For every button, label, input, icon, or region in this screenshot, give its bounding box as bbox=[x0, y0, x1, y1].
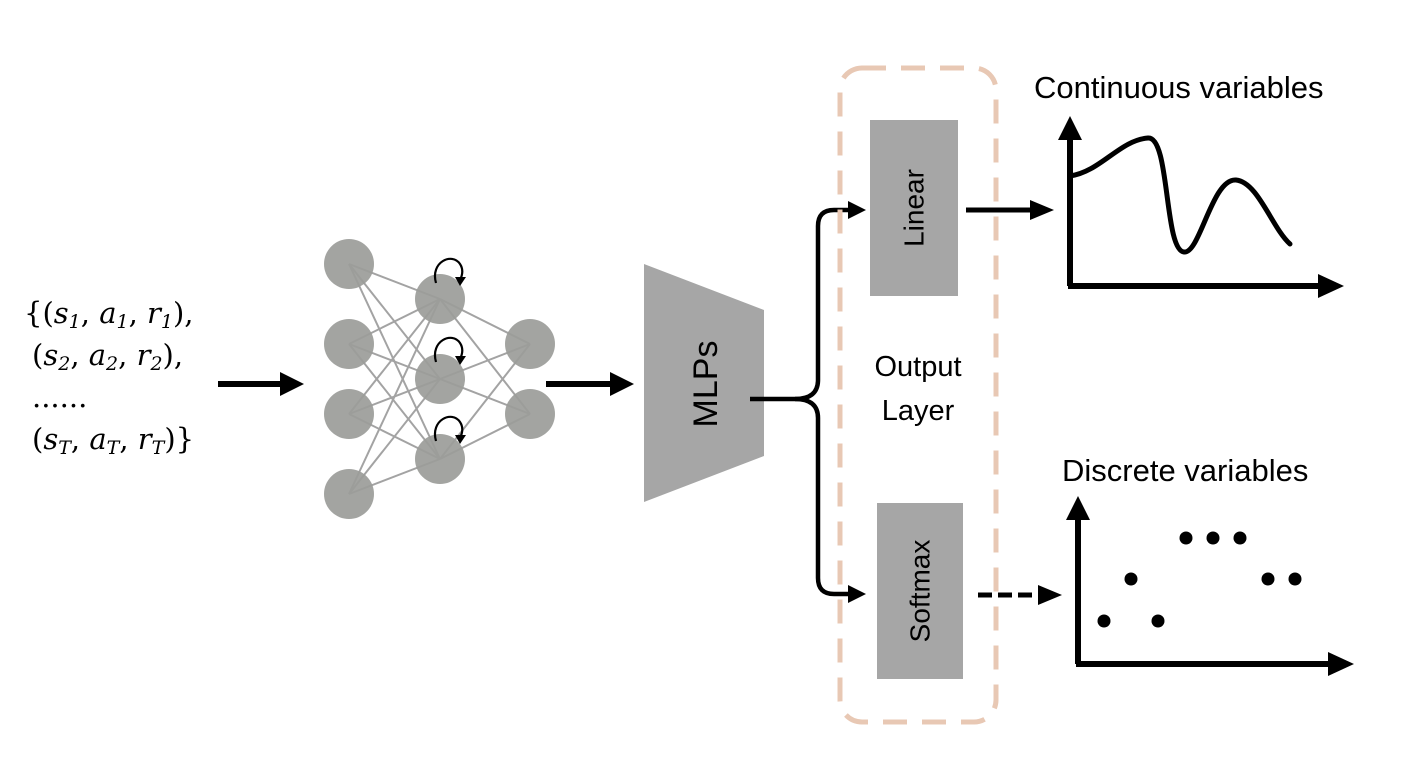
discrete-plot bbox=[1066, 496, 1354, 676]
data-point bbox=[1206, 531, 1220, 545]
output-layer-label-line1: Output bbox=[874, 351, 961, 383]
mlp-block bbox=[644, 264, 764, 502]
sequence-line: (s2, a2, r2), bbox=[32, 338, 184, 375]
network-edge bbox=[348, 298, 441, 495]
loop-arrow-icon bbox=[433, 415, 464, 442]
data-point bbox=[1261, 572, 1275, 586]
input-arrow bbox=[218, 372, 304, 396]
input-sequence: {(s1, a1, r1), (s2, a2, r2),...... (sT, aT… bbox=[24, 292, 194, 460]
data-point bbox=[1179, 531, 1193, 545]
network-node bbox=[324, 239, 374, 289]
continuous-plot bbox=[1058, 116, 1344, 298]
continuous-curve bbox=[1067, 135, 1293, 255]
linear-label: Linear bbox=[899, 169, 930, 247]
softmax-label: Softmax bbox=[905, 540, 936, 643]
softmax-block bbox=[877, 503, 963, 679]
sequence-line: ...... bbox=[32, 380, 88, 414]
network-node bbox=[505, 389, 555, 439]
network-node bbox=[324, 319, 374, 369]
network-nodes bbox=[324, 239, 555, 519]
recurrent-loop-icons bbox=[433, 257, 466, 444]
loop-arrow-icon bbox=[433, 336, 464, 363]
network-node bbox=[415, 434, 465, 484]
network-node bbox=[324, 469, 374, 519]
network-node bbox=[415, 274, 465, 324]
data-point bbox=[1124, 572, 1138, 586]
continuous-title: Continuous variables bbox=[1034, 70, 1324, 105]
data-point bbox=[1288, 572, 1302, 586]
softmax-output-arrow bbox=[978, 585, 1062, 605]
linear-output-arrow bbox=[966, 200, 1054, 220]
sequence-line: {(s1, a1, r1), bbox=[24, 296, 194, 333]
network-node bbox=[324, 389, 374, 439]
sequence-line: (sT, aT, rT)} bbox=[32, 422, 195, 459]
output-layer-box bbox=[837, 65, 999, 725]
data-point bbox=[1233, 531, 1247, 545]
discrete-points bbox=[1097, 531, 1302, 628]
network-node bbox=[415, 354, 465, 404]
data-point bbox=[1151, 614, 1165, 628]
network-to-mlp-arrow bbox=[546, 372, 634, 396]
discrete-title: Discrete variables bbox=[1062, 453, 1308, 488]
data-point bbox=[1097, 614, 1111, 628]
loop-arrow-icon bbox=[433, 257, 464, 284]
brace-connector bbox=[750, 201, 866, 603]
network-node bbox=[505, 319, 555, 369]
linear-block bbox=[870, 120, 958, 296]
mlp-label: MLPs bbox=[687, 341, 725, 428]
output-layer-label-line2: Layer bbox=[882, 395, 955, 427]
recurrent-network-icon bbox=[324, 239, 555, 519]
